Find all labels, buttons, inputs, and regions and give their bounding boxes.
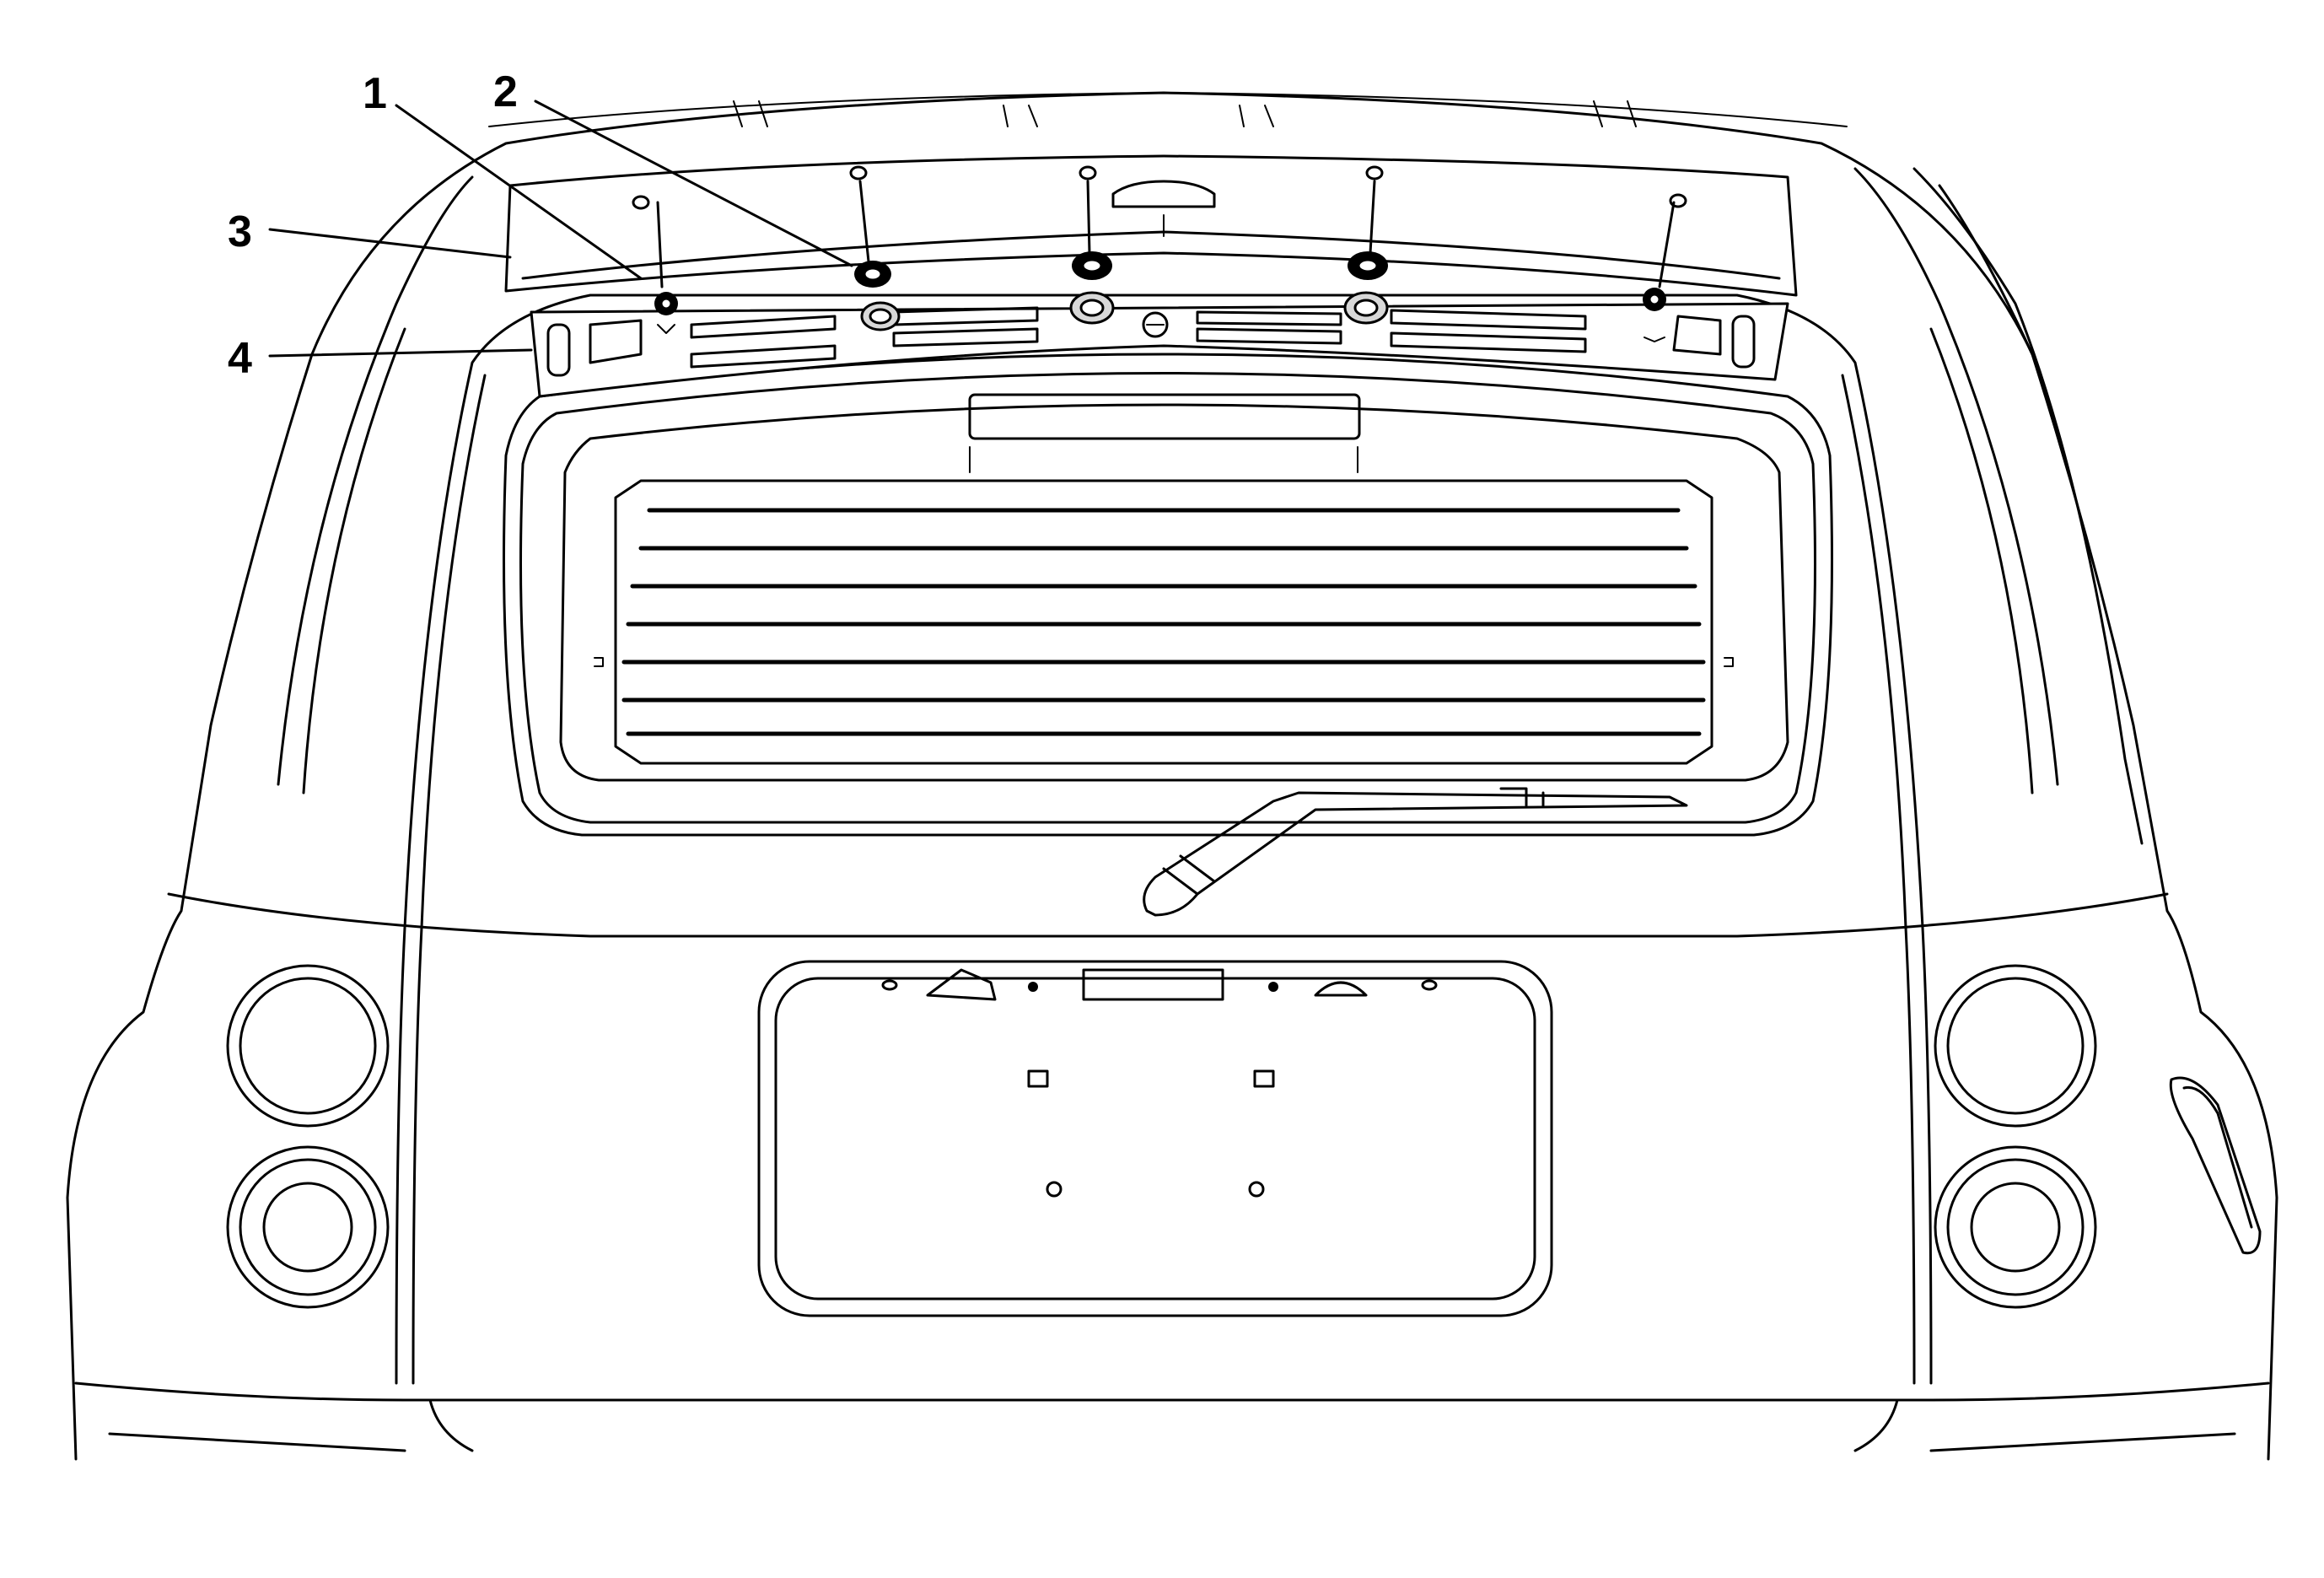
rear-spoiler [504, 154, 1798, 297]
callout-1-label: 1 [363, 69, 387, 118]
callout-3-label: 3 [228, 207, 252, 256]
right-side-marker [2169, 1076, 2262, 1255]
license-plate-pocket [757, 960, 1553, 1317]
spoiler-mounting-bracket [530, 302, 1789, 398]
left-tail-lamp [226, 964, 390, 1309]
right-tail-lamp [1934, 964, 2097, 1309]
spoiler-grommets [860, 291, 1389, 331]
spoiler-bolts [632, 165, 1687, 342]
callout-2-label: 2 [493, 67, 518, 116]
liftgate [395, 294, 1933, 1452]
vehicle-body [66, 91, 2278, 1461]
rear-wiper [1143, 787, 1688, 917]
callout-leaders [268, 100, 853, 358]
callout-4-label: 4 [228, 334, 252, 383]
rear-window [503, 353, 1833, 837]
